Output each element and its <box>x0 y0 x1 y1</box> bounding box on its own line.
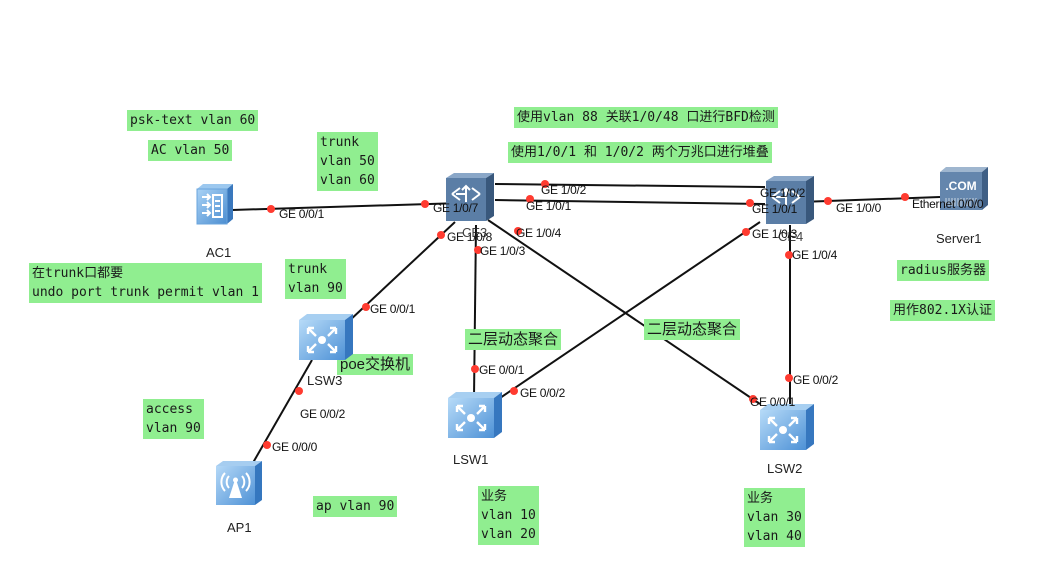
note-ac-vlan[interactable]: AC vlan 50 <box>148 140 233 161</box>
port-label-ce3-ge107: GE 1/0/7 <box>433 201 478 215</box>
device-label-ac1: AC1 <box>206 245 232 260</box>
note-biz-lsw1[interactable]: 业务 vlan 10 vlan 20 <box>478 486 539 545</box>
note-l2-agg-right[interactable]: 二层动态聚合 <box>644 319 741 340</box>
port-label-ce4-ge102: GE 1/0/2 <box>760 186 805 200</box>
device-ap1[interactable] <box>214 460 264 513</box>
port-dot[interactable] <box>421 200 429 208</box>
device-label-ce3: CE3 <box>462 225 488 240</box>
port-dot[interactable] <box>474 246 482 254</box>
access-point-icon <box>216 461 262 505</box>
port-label-ce4-ge103: GE 1/0/3 <box>752 227 797 241</box>
port-label-lsw2-ge001: GE 0/0/1 <box>750 395 795 409</box>
device-label-lsw3: LSW3 <box>307 373 343 388</box>
device-label-ap1: AP1 <box>227 520 252 535</box>
port-label-lsw3-ge001: GE 0/0/1 <box>370 302 415 316</box>
device-label-lsw2: LSW2 <box>767 461 803 476</box>
device-ce3[interactable] <box>440 172 496 227</box>
device-label-ce4: CE4 <box>778 229 804 244</box>
note-ap-vlan[interactable]: ap vlan 90 <box>313 496 398 517</box>
port-dot[interactable] <box>749 395 757 403</box>
link-lsw3-ap1[interactable] <box>249 359 313 469</box>
port-label-ce3-ge108: GE 1/0/8 <box>447 230 492 244</box>
device-label-lsw1: LSW1 <box>453 452 489 467</box>
port-dot[interactable] <box>785 374 793 382</box>
port-dot[interactable] <box>267 205 275 213</box>
port-dot[interactable] <box>742 228 750 236</box>
port-label-lsw3-ge002: GE 0/0/2 <box>300 407 345 421</box>
port-dot[interactable] <box>471 365 479 373</box>
port-label-ap1-ge000: GE 0/0/0 <box>272 440 317 454</box>
port-label-ce3-ge102: GE 1/0/2 <box>541 183 586 197</box>
l3-switch-icon <box>760 404 814 450</box>
port-dot[interactable] <box>526 195 534 203</box>
device-server1[interactable]: .COM <box>938 167 990 216</box>
port-dot[interactable] <box>295 387 303 395</box>
note-l2-agg-left[interactable]: 二层动态聚合 <box>465 329 562 350</box>
server-badge: .COM <box>945 179 976 193</box>
note-radius[interactable]: radius服务器 <box>897 260 989 281</box>
port-dot[interactable] <box>362 303 370 311</box>
device-label-server1: Server1 <box>936 231 982 246</box>
server-icon: .COM <box>940 167 988 210</box>
port-label-ce4-ge104: GE 1/0/4 <box>792 248 837 262</box>
port-dot[interactable] <box>510 387 518 395</box>
note-trunk-lsw3[interactable]: trunk vlan 90 <box>285 259 346 299</box>
ce-switch-icon <box>766 176 814 224</box>
l3-switch-icon <box>299 314 353 360</box>
link-ce4-lsw1[interactable] <box>499 221 761 399</box>
link-ce3-lsw2[interactable] <box>487 219 761 405</box>
link-ce4-server1[interactable] <box>799 196 941 203</box>
note-biz-lsw2[interactable]: 业务 vlan 30 vlan 40 <box>744 488 805 547</box>
port-dot[interactable] <box>437 231 445 239</box>
link-ce3-ce4-ge102[interactable] <box>494 183 766 188</box>
note-trunk-ac[interactable]: trunk vlan 50 vlan 60 <box>317 132 378 191</box>
note-access[interactable]: access vlan 90 <box>143 399 204 439</box>
port-dot[interactable] <box>824 197 832 205</box>
device-ac1[interactable] <box>193 183 235 230</box>
port-label-ac1-ge001: GE 0/0/1 <box>279 207 324 221</box>
port-dot[interactable] <box>514 227 522 235</box>
port-label-lsw1-ge002: GE 0/0/2 <box>520 386 565 400</box>
port-label-ce4-ge101: GE 1/0/1 <box>752 202 797 216</box>
note-poe[interactable]: poe交换机 <box>337 354 414 375</box>
device-lsw1[interactable] <box>446 390 504 445</box>
port-dots <box>263 180 909 449</box>
ce-switch-icon <box>446 173 494 221</box>
note-dot1x[interactable]: 用作802.1X认证 <box>890 300 995 321</box>
note-trunk-undo[interactable]: 在trunk口都要 undo port trunk permit vlan 1 <box>29 263 262 303</box>
port-label-lsw2-ge002: GE 0/0/2 <box>793 373 838 387</box>
port-label-ce3-ge103: GE 1/0/3 <box>480 244 525 258</box>
note-stack[interactable]: 使用1/0/1 和 1/0/2 两个万兆口进行堆叠 <box>508 142 772 163</box>
port-dot[interactable] <box>785 251 793 259</box>
port-dot[interactable] <box>746 199 754 207</box>
device-lsw3[interactable] <box>297 312 355 367</box>
device-ce4[interactable] <box>760 175 816 230</box>
device-lsw2[interactable] <box>758 402 816 457</box>
port-label-lsw1-ge001: GE 0/0/1 <box>479 363 524 377</box>
port-dot[interactable] <box>541 180 549 188</box>
access-controller-icon <box>196 184 233 225</box>
port-label-ce3-ge101: GE 1/0/1 <box>526 199 571 213</box>
link-ce3-ce4-ge101[interactable] <box>494 199 766 205</box>
l3-switch-icon <box>448 392 502 438</box>
port-label-server-eth: Ethernet 0/0/0 <box>912 197 984 211</box>
note-bfd[interactable]: 使用vlan 88 关联1/0/48 口进行BFD检测 <box>514 107 778 128</box>
port-dot[interactable] <box>901 193 909 201</box>
note-psk-text[interactable]: psk-text vlan 60 <box>127 110 259 131</box>
port-dot[interactable] <box>263 441 271 449</box>
port-label-ce3-ge104: GE 1/0/4 <box>516 226 561 240</box>
port-label-ce4-ge100: GE 1/0/0 <box>836 201 881 215</box>
